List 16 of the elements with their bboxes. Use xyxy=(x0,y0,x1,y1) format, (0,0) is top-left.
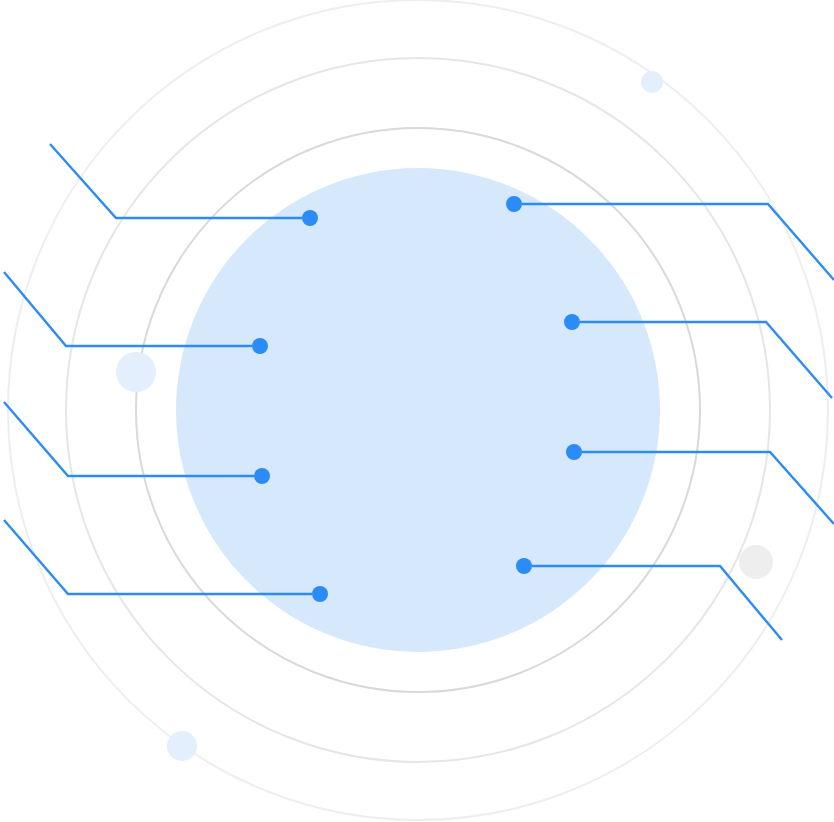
leader-line xyxy=(532,564,783,641)
connector-dot xyxy=(516,558,532,574)
connector-dot xyxy=(252,338,268,354)
connector-dot xyxy=(302,210,318,226)
leader-line xyxy=(522,202,834,281)
leader-line xyxy=(3,271,252,348)
leader-line xyxy=(582,450,834,525)
leader-line xyxy=(580,320,833,399)
connector-dot xyxy=(566,444,582,460)
connector-dot xyxy=(564,314,580,330)
leader-line xyxy=(3,401,254,478)
connector-dot xyxy=(312,586,328,602)
connector-dot xyxy=(254,468,270,484)
connector-dot xyxy=(506,196,522,212)
leader-line xyxy=(3,519,312,596)
leader-line xyxy=(49,143,302,220)
